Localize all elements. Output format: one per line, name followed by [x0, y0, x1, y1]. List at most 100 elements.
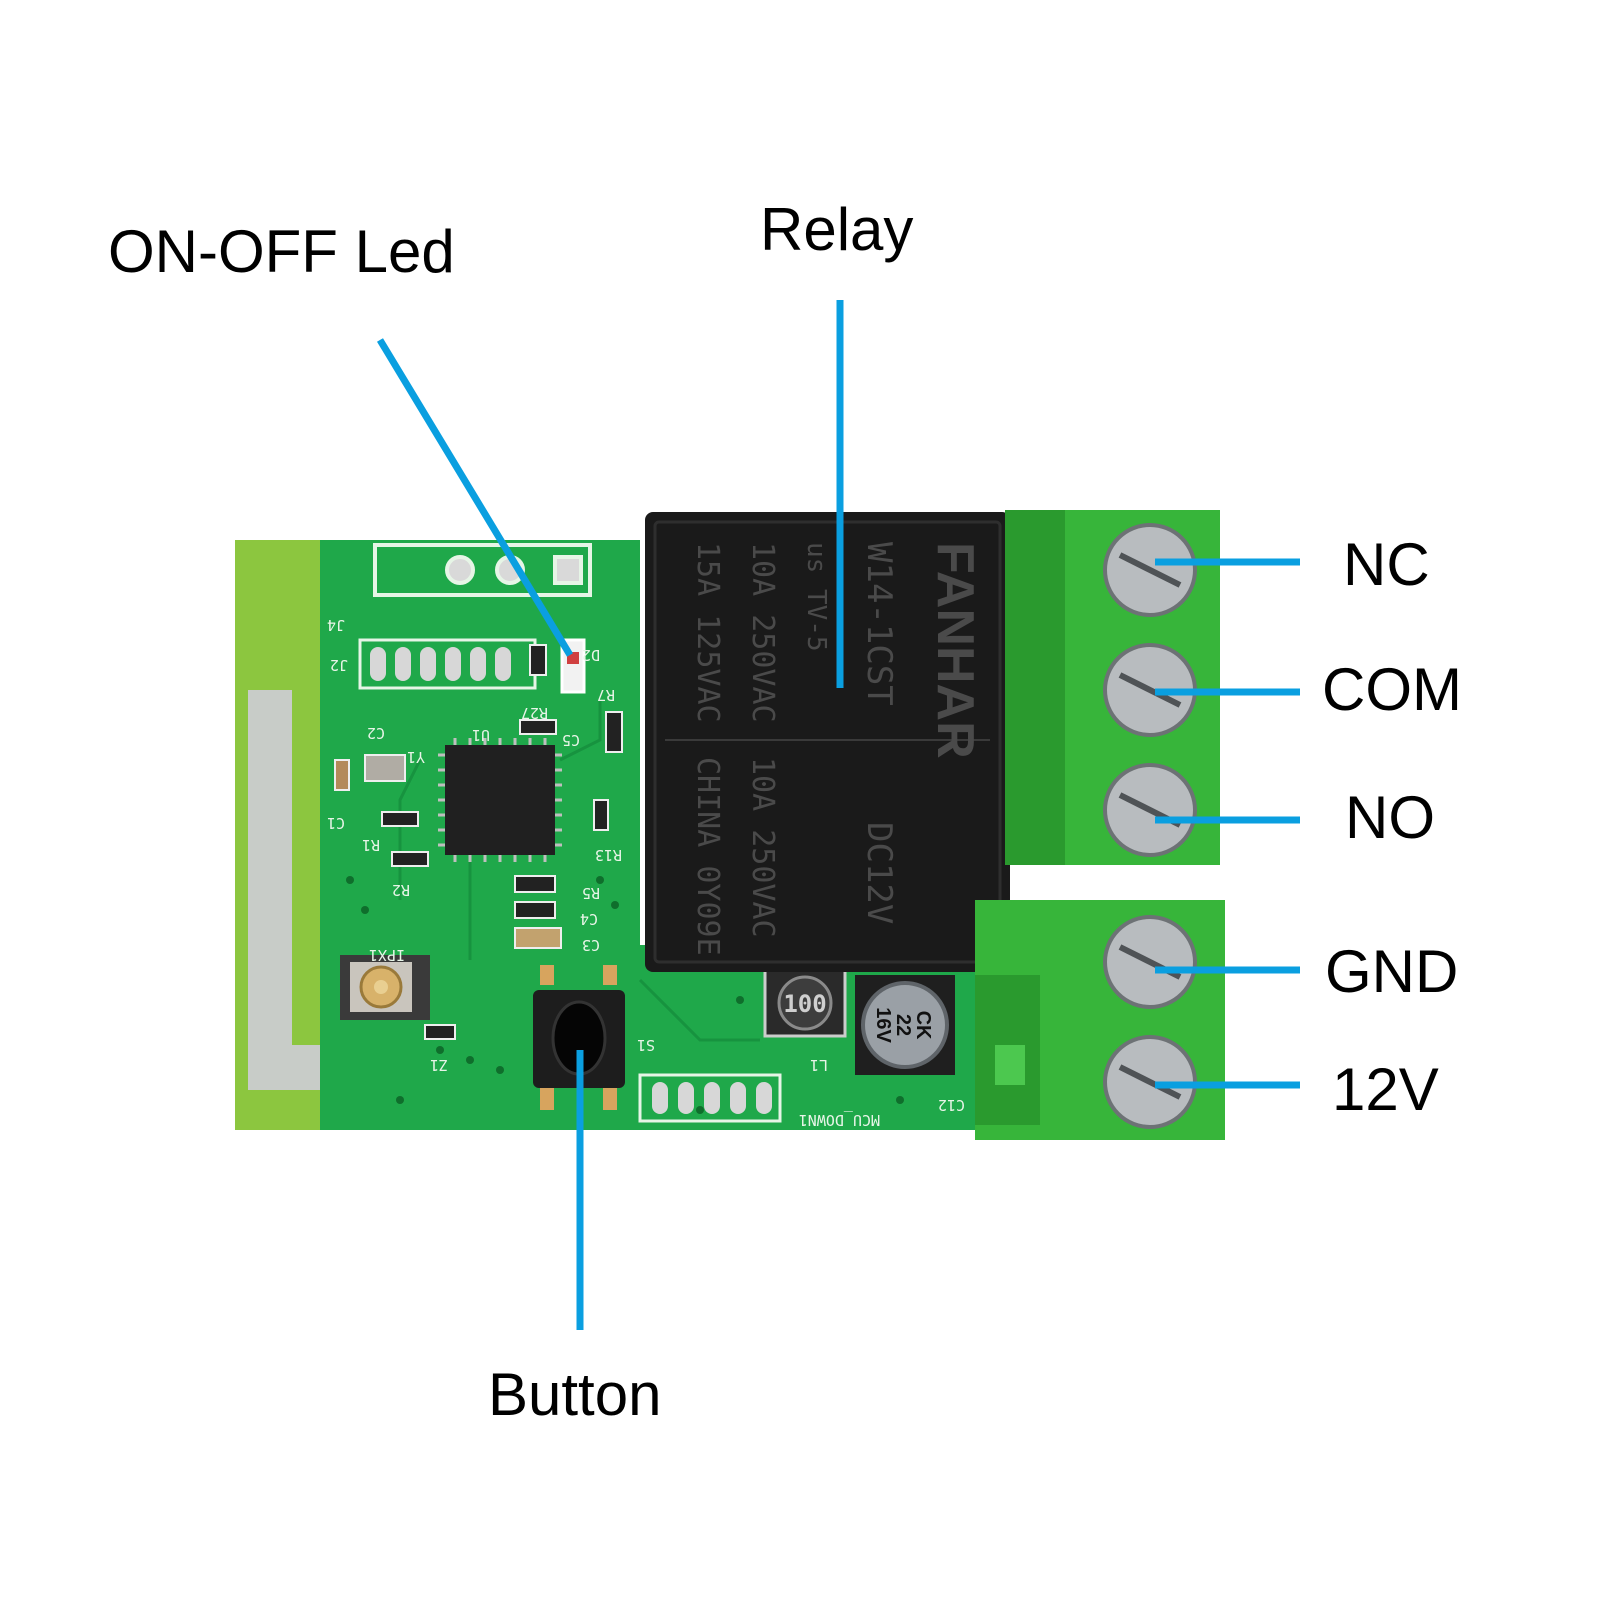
capacitor-marking-line2: 22 — [892, 1014, 914, 1036]
label-12v: 12V — [1332, 1056, 1439, 1123]
silk-c5: C5 — [562, 731, 580, 749]
mcu-body — [445, 745, 555, 855]
pad — [756, 1082, 772, 1114]
relay-rating-1: 10A 250VAC — [745, 542, 780, 723]
terminal-block-tab — [995, 1045, 1025, 1085]
relay-cert: us TV-5 — [801, 542, 831, 652]
silk-u1: U1 — [472, 726, 490, 744]
pad — [730, 1082, 746, 1114]
relay-model: W14-1CST — [859, 542, 899, 706]
silk-s1: S1 — [637, 1036, 655, 1054]
silk-j4: J4 — [327, 616, 345, 634]
silk-c2: C2 — [367, 724, 385, 742]
silk-j2: J2 — [330, 656, 348, 674]
label-on-off-led: ON-OFF Led — [108, 218, 455, 285]
header-pin — [553, 555, 583, 585]
mcu-chip — [438, 738, 562, 862]
inductor: 100 — [763, 968, 847, 1038]
silk-c12: C12 — [938, 1096, 965, 1114]
smd-resistor — [519, 719, 557, 735]
relay-origin: CHINA 0Y09E — [690, 757, 725, 956]
smd-resistor — [391, 851, 429, 867]
screw-slot — [1118, 672, 1182, 708]
label-button: Button — [488, 1361, 662, 1428]
silk-r1: R1 — [362, 836, 380, 854]
zener-diode — [424, 1024, 456, 1040]
silk-d2: D2 — [582, 646, 600, 664]
silk-r27: R27 — [521, 704, 548, 722]
ipx-connector — [340, 955, 430, 1020]
silk-l1: L1 — [810, 1056, 828, 1074]
label-no: NO — [1345, 784, 1435, 851]
smd-resistor — [381, 811, 419, 827]
pad — [370, 647, 386, 681]
button-leg — [540, 1085, 554, 1110]
smd-capacitor — [334, 759, 350, 791]
silk-ipx1: IPX1 — [369, 946, 405, 964]
terminal-block-3pin — [1005, 510, 1220, 865]
capacitor-text: CK 22 16V — [872, 1007, 934, 1043]
relay-rating-2: 15A 125VAC — [690, 542, 725, 723]
inductor-marking: 100 — [783, 990, 826, 1018]
smd-capacitor — [514, 901, 556, 919]
silk-r13: R13 — [595, 846, 622, 864]
label-gnd: GND — [1325, 938, 1459, 1005]
capacitor-marking-line3: 16V — [872, 1007, 894, 1043]
electrolytic-capacitor: CK 22 16V — [855, 975, 955, 1075]
capacitor-can — [861, 981, 949, 1069]
header-j4 — [373, 543, 592, 597]
pcb-vias — [346, 876, 904, 1114]
pad — [420, 647, 436, 681]
screw-slot — [1118, 1064, 1182, 1100]
relay-edge — [653, 520, 1002, 964]
label-nc: NC — [1343, 531, 1430, 598]
pad-row-outline — [638, 1073, 782, 1123]
silk-r5: R5 — [582, 884, 600, 902]
pad — [470, 647, 486, 681]
smd-resistor — [605, 711, 623, 753]
silk-c1: C1 — [327, 814, 345, 832]
pad — [395, 647, 411, 681]
tactile-button — [533, 965, 625, 1110]
pad-row-mcu-down — [638, 1073, 782, 1123]
smd-capacitor — [514, 927, 562, 949]
silkscreen: J4 J2 D2 R27 R7 C5 U1 Y1 C2 C1 R1 R2 R13… — [327, 616, 965, 1129]
silk-r7: R7 — [597, 686, 615, 704]
label-relay: Relay — [760, 196, 914, 263]
button-leg — [603, 1085, 617, 1110]
silk-r2: R2 — [392, 881, 410, 899]
relay-coil: DC12V — [859, 822, 899, 924]
terminal-block-side — [1005, 510, 1065, 865]
pcb-traces — [398, 700, 760, 1042]
button-leg — [603, 965, 617, 985]
button-leg — [540, 965, 554, 985]
pad — [445, 647, 461, 681]
silk-c4: C4 — [580, 910, 598, 928]
smd-components — [334, 711, 623, 1040]
crystal — [364, 754, 406, 782]
relay-marking: FANHAR W14-1CST DC12V us TV-5 10A 250VAC… — [690, 542, 984, 956]
mcu-pins — [438, 738, 562, 862]
smd-resistor — [529, 644, 547, 676]
silk-y1: Y1 — [407, 748, 425, 766]
silk-c3: C3 — [582, 936, 600, 954]
inductor-core — [777, 975, 833, 1031]
relay: FANHAR W14-1CST DC12V us TV-5 10A 250VAC… — [645, 512, 1010, 972]
pointer-led — [377, 338, 573, 657]
relay-body — [645, 512, 1010, 972]
screw-slot — [1118, 552, 1182, 588]
label-com: COM — [1322, 656, 1462, 723]
pointer-lines — [377, 300, 1300, 1330]
pad — [652, 1082, 668, 1114]
pad — [704, 1082, 720, 1114]
silk-z1: Z1 — [430, 1056, 448, 1074]
silk-mcu-down: MCU_DOWN1 — [799, 1111, 880, 1129]
pad — [495, 647, 511, 681]
header-pin — [445, 555, 475, 585]
smd-resistor — [514, 875, 556, 893]
antenna-trace — [248, 690, 292, 1090]
relay-brand: FANHAR — [926, 542, 984, 759]
pad — [678, 1082, 694, 1114]
ipx-pin — [374, 980, 388, 994]
